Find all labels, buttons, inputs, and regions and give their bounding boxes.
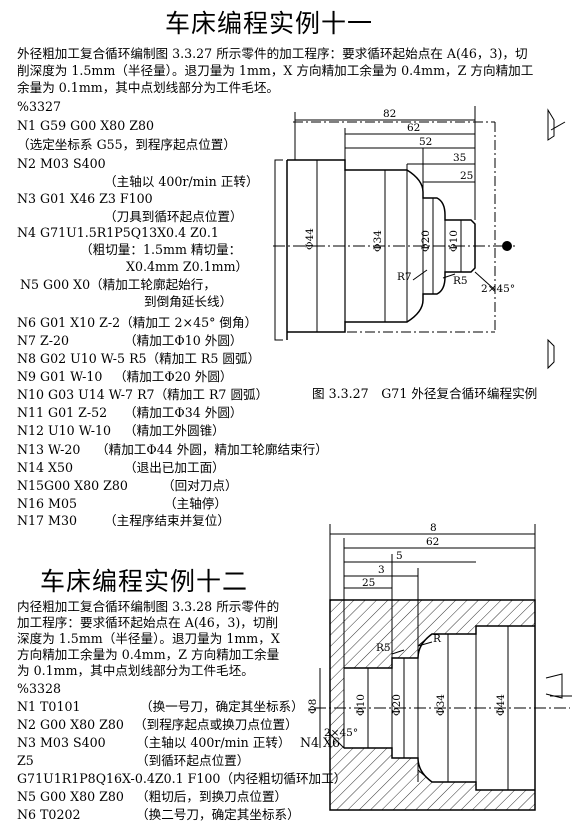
ex12-radius-r5: R5 — [376, 642, 391, 654]
ex11-program-number: %3327 — [17, 99, 62, 114]
ex12-code-line: N2 G00 X80 Z80 — [17, 717, 124, 732]
ex12-dia-10: Φ10 — [355, 694, 367, 716]
ex11-code-line: N3 G01 X46 Z3 F100 — [17, 191, 153, 206]
ex11-comment: X0.4mm Z0.1mm） — [126, 259, 249, 274]
ex12-part-drawing: 8 62 5 3 25 R5 R 2×45° Φ8 Φ10 Φ20 Φ34 Φ4… — [307, 522, 572, 811]
ex12-intro-line-4: 方向精加工余量为 0.4mm，Z 方向精加工余量 — [17, 647, 280, 662]
ex11-code-line: N4 G71U1.5R1P5Q13X0.4 Z0.1 — [17, 225, 219, 240]
ex11-dia-10: Φ10 — [448, 230, 460, 252]
ex11-comment: （精加工外圆锥） — [124, 423, 225, 438]
ex11-code-line: N13 W-20 — [17, 442, 81, 457]
ex11-comment: 到倒角延长线） — [144, 294, 233, 309]
ex11-code-line: N5 G00 X0 — [20, 277, 91, 292]
ex11-radius-r7: R7 — [397, 271, 412, 283]
ex11-code-line: N8 G02 U10 W-5 R5（精加工 R5 圆弧） — [17, 351, 261, 366]
ex11-figure-caption: 图 3.3.27 G71 外径复合循环编程实例 — [312, 386, 538, 401]
ex11-chamfer: 2×45° — [481, 283, 515, 295]
ex11-comment: （精加工Φ10 外圆） — [124, 333, 243, 348]
ex11-intro-line-3: 余量为 0.1mm，其中点划线部分为工件毛坯。 — [17, 80, 280, 95]
ex11-comment: （主程序结束并复位） — [104, 513, 230, 528]
ex12-code-line: N5 G00 X80 Z80 — [17, 789, 124, 804]
ex12-dia-20: Φ20 — [391, 694, 403, 716]
ex12-intro-line-2: 加工程序：要求循环起始点在 A(46，3)，切削 — [17, 615, 279, 630]
ex11-comment: （主轴停） — [164, 496, 227, 511]
ex12-dia-8: Φ8 — [307, 699, 319, 714]
ex11-code-line: N15G00 X80 Z80 — [17, 478, 128, 493]
ex11-comment: （精加工轮廓起始行， — [90, 277, 216, 292]
ex11-comment: （精加工Φ44 外圆，精加工轮廓结束行） — [96, 442, 328, 457]
ex11-comment: （精加工Φ34 外圆） — [124, 405, 243, 420]
ex11-intro-line-2: 削深度为 1.5mm（半径量）。退刀量为 1mm，X 方向精加工余量为 0.4m… — [17, 63, 534, 78]
ex12-comment: （到程序起点或换刀点位置） — [134, 717, 298, 732]
ex12-radius-r: R — [433, 633, 442, 645]
ex11-dim-25: 25 — [460, 170, 473, 182]
ex12-code-line: N3 M03 S400 — [17, 735, 106, 750]
ex11-code-line: N9 G01 W-10 — [17, 369, 103, 384]
ex12-comment: （换一号刀，确定其坐标系） — [140, 699, 304, 714]
ex12-dim-25: 25 — [362, 577, 375, 589]
ex11-dim-52: 52 — [419, 136, 432, 148]
ex11-code-line: N16 M05 — [17, 496, 77, 511]
ex11-comment: （退出已加工面） — [124, 460, 225, 475]
ex12-comment: （主轴以 400r/min 正转） — [136, 735, 291, 750]
ex11-code-line: N10 G03 U14 W-7 R7（精加工 R7 圆弧） — [17, 387, 269, 402]
ex12-intro-line-3: 深度为 1.5mm（半径量）。退刀量为 1mm，X — [17, 631, 280, 646]
ex12-intro-line-5: 为 0.1mm，其中点划线部分为工件毛坯。 — [17, 663, 254, 678]
ex11-comment: （精加工Φ20 外圆） — [114, 369, 233, 384]
ex12-dim-8: 8 — [430, 522, 437, 534]
ex11-comment: （回对刀点） — [162, 478, 238, 493]
ex12-code-line: Z5 — [17, 753, 34, 768]
ex12-dim-62: 62 — [426, 536, 439, 548]
ex11-comment: （选定坐标系 G55，到程序起点位置） — [17, 137, 236, 152]
ex12-code-line: N1 T0101 — [17, 699, 81, 714]
ex12-dia-44: Φ44 — [495, 694, 507, 716]
ex11-dim-62: 62 — [407, 122, 420, 134]
ex12-title: 车床编程实例十二 — [40, 567, 249, 596]
ex11-dia-44: Φ44 — [304, 228, 316, 250]
ex11-intro-line-1: 外径粗加工复合循环编制图 3.3.27 所示零件的加工程序：要求循环起始点在 A… — [17, 46, 528, 61]
ex11-dia-20: Φ20 — [420, 230, 432, 252]
ex12-comment: （粗切后，到换刀点位置） — [136, 789, 288, 804]
ex11-code-line: N17 M30 — [17, 513, 77, 528]
ex11-code-line: N14 X50 — [17, 460, 74, 475]
ex11-code-line: N6 G01 X10 Z-2（精加工 2×45° 倒角） — [17, 315, 258, 330]
ex11-comment: （刀具到循环起点位置） — [104, 209, 243, 224]
ex12-program-number: %3328 — [17, 681, 62, 696]
ex12-code-line: G71U1R1P8Q16X-0.4Z0.1 F100（内径粗切循环加工） — [17, 771, 347, 786]
ex11-code-line: N7 Z-20 — [17, 333, 70, 348]
ex12-intro-line-1: 内径粗加工复合循环编制图 3.3.28 所示零件的 — [17, 599, 280, 614]
ex12-comment: （到循环起点位置） — [136, 753, 250, 768]
ex11-part-drawing: 82 62 52 35 25 R7 R5 2×45° Φ44 Φ34 Φ20 Φ… — [273, 106, 566, 370]
ex11-code-line: N1 G59 G00 X80 Z80 — [17, 118, 154, 133]
ex11-dim-35: 35 — [453, 152, 466, 164]
ex12-chamfer: 2×45° — [324, 727, 358, 739]
ex11-dim-82: 82 — [383, 108, 396, 120]
ex11-title: 车床编程实例十一 — [165, 9, 374, 38]
ex11-code-line: N2 M03 S400 — [17, 156, 106, 171]
ex12-code-line: N6 T0202 — [17, 807, 81, 822]
ex12-dim-3: 3 — [378, 564, 385, 576]
ex11-code-line: N12 U10 W-10 — [17, 423, 111, 438]
ex12-dia-34: Φ34 — [435, 694, 447, 716]
ex12-comment: （换二号刀，确定其坐标系） — [136, 807, 300, 822]
ex11-comment: （主轴以 400r/min 正转） — [104, 174, 259, 189]
ex11-radius-r5: R5 — [453, 275, 468, 287]
ex11-comment: （粗切量：1.5mm 精切量： — [80, 242, 242, 257]
ex12-dim-5: 5 — [396, 550, 403, 562]
ex11-code-line: N11 G01 Z-52 — [17, 405, 108, 420]
ex11-dia-34: Φ34 — [372, 230, 384, 252]
